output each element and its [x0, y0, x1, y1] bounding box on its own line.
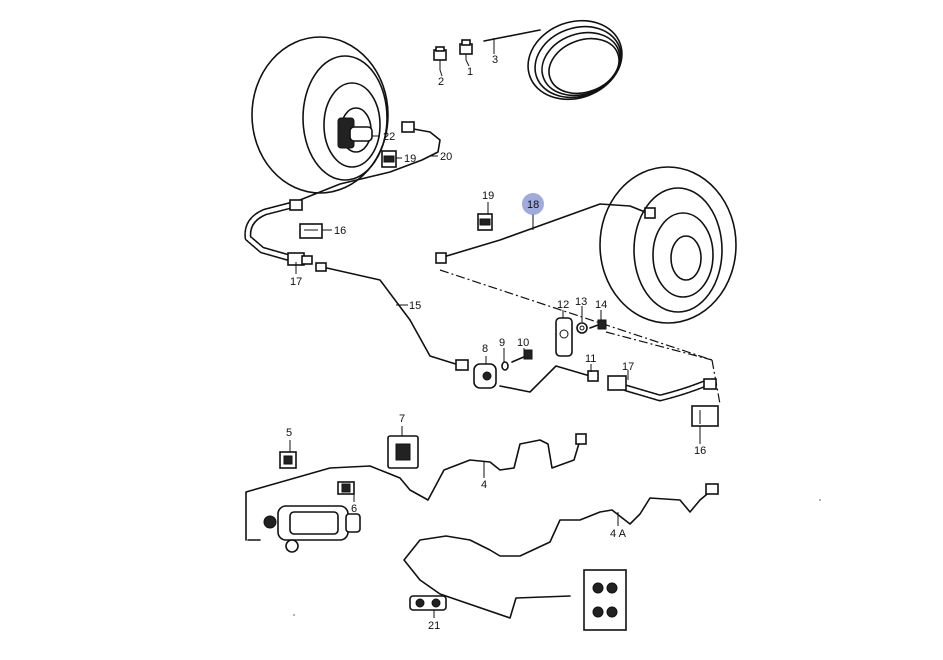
- part-4-brake-pipe[interactable]: [245, 433, 587, 541]
- part-labels: 1 2 3 4 4 A 5 6 7 8 9 10 11 12 13 14 15 …: [286, 54, 706, 632]
- part-9-washer[interactable]: [501, 361, 509, 371]
- part-22-brake-drum-hub[interactable]: [337, 117, 373, 149]
- label-part-19-upper[interactable]: 19: [404, 153, 416, 165]
- part-3-brake-pipe-coil[interactable]: [483, 8, 633, 112]
- part-21-pipe-bracket[interactable]: [409, 595, 447, 611]
- pressure-regulator-valve-block: [583, 569, 627, 631]
- label-part-5[interactable]: 5: [286, 427, 292, 439]
- label-part-3[interactable]: 3: [492, 54, 498, 66]
- part-19-clip-lower[interactable]: [477, 213, 493, 231]
- part-1-union[interactable]: [459, 39, 473, 60]
- right-wheel: [599, 166, 737, 324]
- label-part-16-upper[interactable]: 16: [334, 225, 346, 237]
- part-7-mounting-bracket[interactable]: [387, 435, 419, 469]
- part-2-union[interactable]: [433, 46, 447, 70]
- scan-dot: [819, 499, 821, 501]
- label-part-4a[interactable]: 4 A: [610, 528, 627, 540]
- label-part-7[interactable]: 7: [399, 413, 405, 425]
- label-part-13[interactable]: 13: [575, 296, 587, 308]
- part-19-clip-upper[interactable]: [381, 150, 397, 168]
- label-part-21[interactable]: 21: [428, 620, 440, 632]
- label-part-11[interactable]: 11: [585, 353, 596, 365]
- part-15-brake-pipe[interactable]: [315, 262, 469, 371]
- label-part-12[interactable]: 12: [557, 299, 569, 311]
- brake-master-cylinder: [247, 505, 361, 553]
- label-part-17-upper[interactable]: 17: [290, 276, 302, 288]
- label-part-14[interactable]: 14: [595, 299, 607, 311]
- part-17-brake-hose-upper[interactable]: [244, 199, 313, 266]
- part-13-washer[interactable]: [576, 322, 588, 334]
- left-wheel: [251, 36, 389, 194]
- part-18-brake-pipe-right[interactable]: [435, 203, 656, 264]
- label-part-8[interactable]: 8: [482, 343, 488, 355]
- label-part-15[interactable]: 15: [409, 300, 421, 312]
- label-part-9[interactable]: 9: [499, 337, 505, 349]
- part-11-brake-pipe-to-hose[interactable]: [499, 365, 599, 393]
- label-part-20[interactable]: 20: [440, 151, 452, 163]
- leader-lines: [289, 38, 701, 618]
- part-10-screw[interactable]: [511, 349, 533, 363]
- label-part-1[interactable]: 1: [467, 66, 473, 78]
- part-6-clip[interactable]: [337, 481, 355, 495]
- part-14-bolt[interactable]: [589, 319, 607, 330]
- part-5-clip[interactable]: [279, 451, 297, 469]
- label-part-4[interactable]: 4: [481, 479, 487, 491]
- scan-dot: [293, 614, 295, 616]
- label-part-18[interactable]: 18: [527, 199, 539, 211]
- label-part-22[interactable]: 22: [383, 131, 395, 143]
- highlight-marker: [522, 193, 544, 215]
- part-16-bracket-upper[interactable]: [299, 223, 323, 239]
- label-part-2[interactable]: 2: [438, 76, 444, 88]
- part-17-brake-hose-lower[interactable]: [607, 375, 717, 402]
- part-4a-brake-pipe[interactable]: [403, 483, 719, 619]
- label-part-19-lower[interactable]: 19: [482, 190, 494, 202]
- label-part-6[interactable]: 6: [351, 503, 357, 515]
- label-part-16-lower[interactable]: 16: [694, 445, 706, 457]
- label-part-17-lower[interactable]: 17: [622, 361, 634, 373]
- part-16-bracket-lower[interactable]: [691, 405, 719, 427]
- label-part-10[interactable]: 10: [517, 337, 529, 349]
- part-12-bracket[interactable]: [555, 317, 573, 357]
- part-8-brake-pipe-union[interactable]: [473, 363, 497, 389]
